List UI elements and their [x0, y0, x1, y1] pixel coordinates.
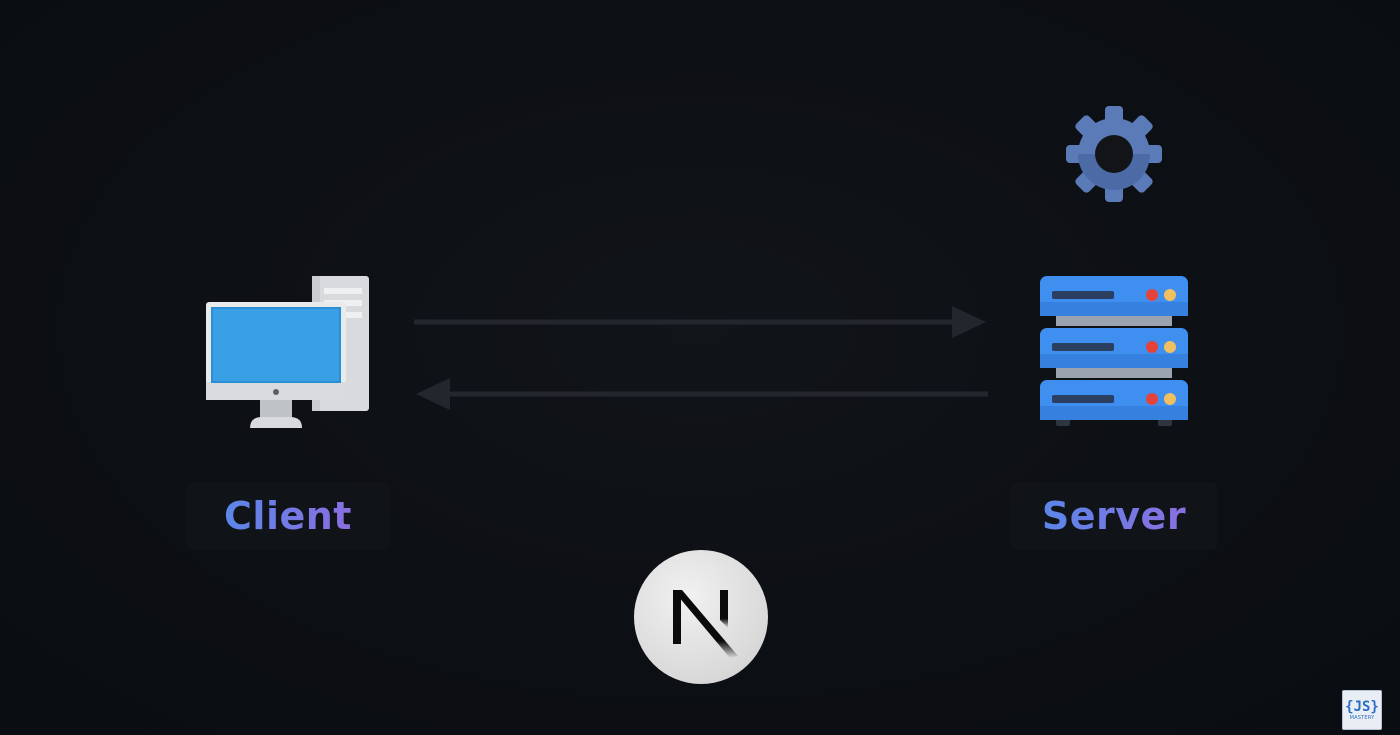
server-label: Server	[1041, 494, 1187, 538]
desktop-computer-icon	[206, 276, 369, 428]
nextjs-logo-icon	[634, 550, 768, 684]
arrow-right-icon	[414, 306, 986, 338]
jsmastery-watermark-logo: {JS} MASTERY	[1342, 690, 1382, 730]
server-label-box: Server	[1011, 482, 1217, 550]
client-label: Client	[224, 494, 352, 538]
arrow-left-icon	[416, 378, 988, 410]
watermark-logo-subtext: MASTERY	[1349, 714, 1375, 721]
nextjs-n-glyph	[673, 590, 738, 658]
server-rack-icon	[1040, 276, 1188, 426]
watermark-logo-text: {JS}	[1345, 698, 1379, 715]
gear-icon	[1066, 106, 1162, 202]
client-label-box: Client	[186, 482, 390, 550]
